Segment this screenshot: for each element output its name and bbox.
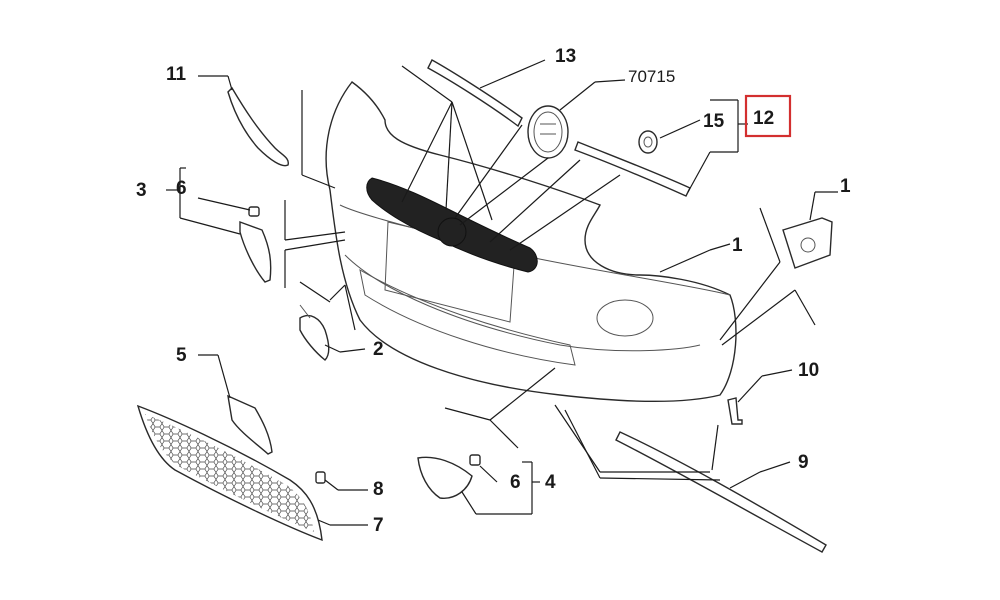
callout-5: 5 (176, 345, 187, 366)
reference-number: 70715 (628, 67, 675, 86)
fiat-badge (527, 105, 569, 159)
tow-hook-cover (299, 304, 330, 361)
callout-9: 9 (798, 452, 809, 473)
clip-6-left (248, 206, 260, 217)
honeycomb-grille (136, 404, 323, 542)
callout-4: 4 (545, 472, 556, 493)
callout-1: 1 (732, 235, 743, 256)
bracket-5 (227, 394, 273, 455)
clip-15 (638, 130, 658, 154)
callout-6-upper: 6 (176, 178, 187, 199)
leader-lines (166, 59, 838, 526)
callout-13: 13 (555, 46, 576, 67)
callout-6-lower: 6 (510, 472, 521, 493)
right-bracket (782, 217, 833, 269)
callout-1-right: 1 (840, 176, 851, 197)
callout-11: 11 (166, 64, 187, 85)
clip-6-lower (469, 454, 481, 466)
callout-15: 15 (703, 111, 725, 132)
callout-7: 7 (373, 515, 384, 536)
callout-12: 12 (753, 108, 774, 129)
callout-2: 2 (373, 339, 384, 360)
callout-labels: 1 2 3 4 5 6 6 7 8 9 10 11 12 13 15 1 707… (136, 46, 851, 536)
clip-8 (315, 471, 326, 484)
callout-8: 8 (373, 479, 384, 500)
highlight-box (744, 94, 792, 138)
callout-3: 3 (136, 180, 147, 201)
side-bracket-11 (227, 86, 289, 167)
upper-chrome-strip (427, 59, 523, 128)
front-bumper (325, 81, 737, 403)
side-moulding-9 (615, 431, 827, 553)
clip-10 (727, 397, 743, 425)
callout-10: 10 (798, 360, 819, 381)
side-cap-3 (239, 221, 272, 283)
lower-side-cap-4 (417, 456, 473, 499)
right-chrome-strip (574, 141, 691, 197)
